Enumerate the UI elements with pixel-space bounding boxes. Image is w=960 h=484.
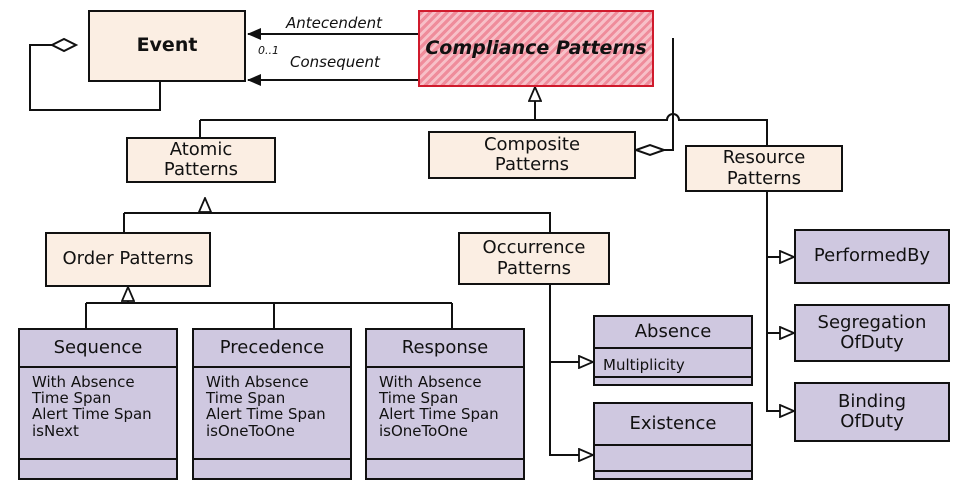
- atomic-patterns-class: Atomic Patterns: [126, 137, 276, 183]
- precedence-attr: isOneToOne: [206, 421, 295, 440]
- occurrence-patterns-class: Occurrence Patterns: [458, 232, 610, 285]
- composite-patterns-class: Composite Patterns: [428, 131, 636, 179]
- precedence-class: Precedence With Absence Time Span Alert …: [192, 328, 352, 480]
- resource-patterns-class: Resource Patterns: [685, 145, 843, 192]
- antecedent-label: Antecendent: [286, 14, 382, 32]
- absence-operations: [595, 376, 751, 384]
- existence-inheritance: [549, 362, 593, 455]
- absence-attributes: Multiplicity: [595, 347, 751, 376]
- precedence-attr: Time Span: [206, 389, 286, 408]
- response-class: Response With Absence Time Span Alert Ti…: [365, 328, 525, 480]
- precedence-attr: With Absence: [206, 373, 309, 391]
- sequence-attr: Time Span: [32, 389, 112, 408]
- consequent-label: Consequent: [290, 53, 380, 71]
- sequence-attr: isNext: [32, 421, 79, 440]
- event-label: Event: [136, 34, 198, 57]
- sequence-name: Sequence: [53, 337, 143, 359]
- binding-inheritance: [766, 333, 794, 411]
- composite-aggregation: [664, 38, 674, 151]
- sequence-attributes: With Absence Time Span Alert Time Span i…: [20, 366, 176, 458]
- occurrence-patterns-label: Occurrence Patterns: [482, 237, 586, 279]
- performedby-inheritance: [766, 192, 794, 257]
- response-attr: Alert Time Span: [379, 405, 499, 424]
- existence-name: Existence: [629, 413, 717, 435]
- segregation-of-duty-class: Segregation OfDuty: [794, 304, 950, 362]
- precedence-attributes: With Absence Time Span Alert Time Span i…: [194, 366, 350, 458]
- response-attr: With Absence: [379, 373, 482, 391]
- absence-name: Absence: [634, 321, 712, 343]
- precedence-attr: Alert Time Span: [206, 405, 326, 424]
- performedby-label: PerformedBy: [813, 245, 931, 267]
- composite-patterns-label: Composite Patterns: [483, 133, 581, 175]
- sequence-operations: [20, 458, 176, 478]
- compliance-patterns-label: Compliance Patterns: [425, 36, 647, 59]
- order-patterns-class: Order Patterns: [45, 232, 211, 287]
- precedence-operations: [194, 458, 350, 478]
- response-name: Response: [401, 337, 489, 359]
- performedby-class: PerformedBy: [794, 229, 950, 284]
- order-patterns-label: Order Patterns: [62, 248, 194, 270]
- event-self-aggregation: [29, 44, 161, 111]
- sequence-class: Sequence With Absence Time Span Alert Ti…: [18, 328, 178, 480]
- existence-operations: [595, 470, 751, 478]
- response-attr: Time Span: [379, 389, 459, 408]
- response-operations: [367, 458, 523, 478]
- response-attributes: With Absence Time Span Alert Time Span i…: [367, 366, 523, 458]
- resource-patterns-label: Resource Patterns: [722, 147, 806, 189]
- compliance-patterns-class: Compliance Patterns: [418, 10, 654, 87]
- segregation-of-duty-label: Segregation OfDuty: [817, 311, 927, 353]
- absence-attr: Multiplicity: [603, 356, 685, 374]
- binding-of-duty-label: Binding OfDuty: [837, 390, 907, 432]
- existence-attributes: [595, 444, 751, 470]
- precedence-name: Precedence: [219, 337, 325, 359]
- absence-inheritance: [549, 285, 593, 362]
- multiplicity-label: 0..1: [258, 44, 279, 57]
- segregation-inheritance: [766, 257, 794, 333]
- response-attr: isOneToOne: [379, 421, 468, 440]
- binding-of-duty-class: Binding OfDuty: [794, 382, 950, 442]
- sequence-attr: With Absence: [32, 373, 135, 391]
- event-class: Event: [88, 10, 246, 82]
- sequence-attr: Alert Time Span: [32, 405, 152, 424]
- absence-class: Absence Multiplicity: [593, 315, 753, 386]
- existence-class: Existence: [593, 402, 753, 480]
- atomic-patterns-label: Atomic Patterns: [163, 138, 239, 180]
